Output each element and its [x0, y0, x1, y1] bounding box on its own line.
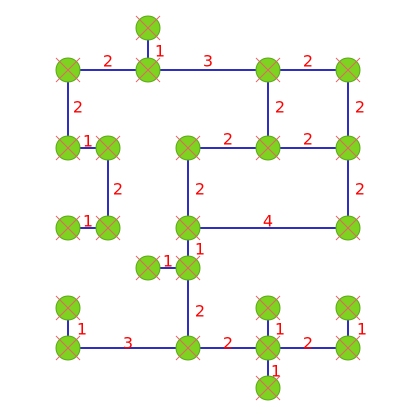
edge-weight-label: 1: [357, 320, 367, 339]
node-cross-mark: [335, 135, 361, 161]
graph-node-n16: [175, 255, 201, 281]
node-cross-mark: [255, 57, 281, 83]
node-cross-mark: [55, 57, 81, 83]
graph-node-n23: [335, 295, 361, 321]
graph-node-n18: [255, 295, 281, 321]
edge-weight-label: 2: [303, 52, 313, 71]
edge-weight-label: 2: [195, 180, 205, 199]
graph-node-n8: [175, 135, 201, 161]
edge-weight-label: 2: [355, 180, 365, 199]
graph-node-n5: [335, 57, 361, 83]
graph-node-n24: [255, 375, 281, 401]
node-cross-mark: [95, 215, 121, 241]
graph-node-n17: [55, 295, 81, 321]
edge-weight-label: 2: [113, 180, 123, 199]
graph-node-n20: [175, 335, 201, 361]
graph-node-n4: [255, 57, 281, 83]
graph-node-n3: [55, 57, 81, 83]
edge-weight-label: 2: [195, 302, 205, 321]
node-cross-mark: [255, 375, 281, 401]
node-cross-mark: [335, 57, 361, 83]
edge-weight-label: 1: [275, 320, 285, 339]
node-cross-mark: [55, 135, 81, 161]
node-layer: [55, 15, 361, 401]
edge-weight-label: 1: [155, 42, 165, 61]
node-cross-mark: [175, 335, 201, 361]
node-cross-mark: [55, 295, 81, 321]
edge-weight-label: 2: [355, 98, 365, 117]
node-cross-mark: [255, 335, 281, 361]
edge-weight-label: 2: [103, 52, 113, 71]
edge-weight-label: 1: [83, 212, 93, 231]
graph-node-n21: [255, 335, 281, 361]
graph-node-n15: [135, 255, 161, 281]
node-cross-mark: [175, 135, 201, 161]
node-cross-mark: [335, 295, 361, 321]
edge-weight-label: 1: [271, 362, 281, 381]
edge-weight-label: 1: [163, 252, 173, 271]
edge-weight-label: 1: [195, 240, 205, 259]
edge-weight-label: 2: [275, 98, 285, 117]
node-cross-mark: [255, 295, 281, 321]
edge-weight-label: 4: [263, 212, 273, 231]
graph-node-n12: [95, 215, 121, 241]
edge-weight-label: 2: [303, 334, 313, 353]
graph-node-n2: [135, 57, 161, 83]
node-cross-mark: [55, 335, 81, 361]
node-cross-mark: [335, 335, 361, 361]
graph-node-n13: [175, 215, 201, 241]
node-cross-mark: [135, 15, 161, 41]
edge-weight-label: 3: [203, 52, 213, 71]
graph-node-n9: [255, 135, 281, 161]
edge-weight-label: 2: [223, 130, 233, 149]
graph-node-n10: [335, 135, 361, 161]
node-cross-mark: [175, 215, 201, 241]
graph-node-n14: [335, 215, 361, 241]
graph-node-n7: [95, 135, 121, 161]
graph-node-n19: [55, 335, 81, 361]
edge-weight-label: 1: [77, 320, 87, 339]
edge-weight-label: 3: [123, 334, 133, 353]
node-cross-mark: [95, 135, 121, 161]
graph-node-n1: [135, 15, 161, 41]
edge-weight-label: 2: [303, 130, 313, 149]
edge-weight-label: 2: [73, 98, 83, 117]
node-cross-mark: [175, 255, 201, 281]
graph-node-n11: [55, 215, 81, 241]
edge-weight-label: 1: [83, 132, 93, 151]
node-cross-mark: [55, 215, 81, 241]
node-cross-mark: [135, 255, 161, 281]
graph-node-n22: [335, 335, 361, 361]
node-cross-mark: [135, 57, 161, 83]
node-cross-mark: [255, 135, 281, 161]
graph-node-n6: [55, 135, 81, 161]
edge-weight-label: 2: [223, 334, 233, 353]
node-cross-mark: [335, 215, 361, 241]
